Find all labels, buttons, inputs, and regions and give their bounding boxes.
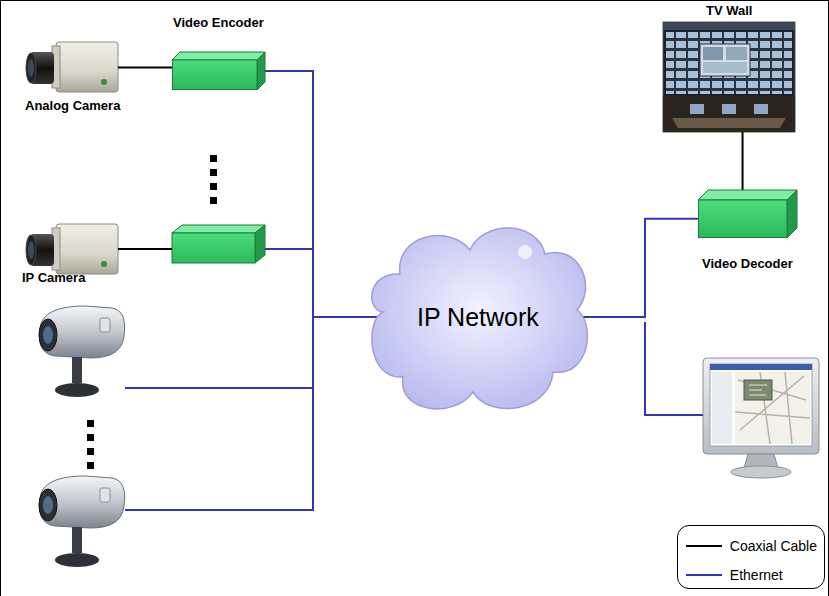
coaxial-wire [118,248,172,250]
device-label: Video Encoder [173,15,264,30]
ethernet-wire [265,248,313,250]
coaxial-connector [118,67,172,69]
ethernet-wire [644,414,703,416]
coaxial-connector [742,132,744,198]
ethernet-bus [312,388,314,511]
ellipsis-dots [87,420,94,469]
analog-camera-illustration [26,224,118,274]
tv-wall-illustration [663,22,795,132]
legend-box: Coaxial CableEthernet [677,525,825,589]
ethernet-connector [125,317,383,388]
device-label: IP Camera [22,270,85,285]
ip-network-cloud: IP Network [365,212,590,422]
tv-wall-node: TV Wall [663,22,795,132]
analog-camera-illustration [26,42,118,92]
green-box-shape [698,190,797,238]
legend-text: Ethernet [730,567,783,583]
device-label: Analog Camera [25,98,120,113]
video-encoder-node: Video Encoder [172,52,265,90]
green-box-shape [172,52,265,90]
ip-camera-illustration [39,476,125,567]
device-label: TV Wall [706,3,752,18]
legend-line-sample [686,574,722,576]
monitor-illustration [703,358,819,478]
ip-camera-illustration [39,306,125,397]
ellipsis-dots [210,155,217,204]
ethernet-connector [581,219,698,317]
legend-line-sample [686,565,724,585]
analog-camera-node: Analog Camera [28,40,118,95]
legend-line-sample [686,536,724,556]
legend-row: Coaxial Cable [686,536,773,556]
video-decoder-node: Video Decoder [698,190,797,238]
legend-line-sample [686,545,722,547]
ip-camera-node: IP Camera [30,305,125,400]
device-label: Video Decoder [702,256,793,271]
ethernet-bus [644,322,646,416]
video-encoder-box [172,225,265,263]
legend-text: Coaxial Cable [730,538,817,554]
ethernet-wire [125,509,314,511]
legend-row: Ethernet [686,565,739,585]
network-label: IP Network [417,302,539,332]
ethernet-connector [265,71,383,317]
